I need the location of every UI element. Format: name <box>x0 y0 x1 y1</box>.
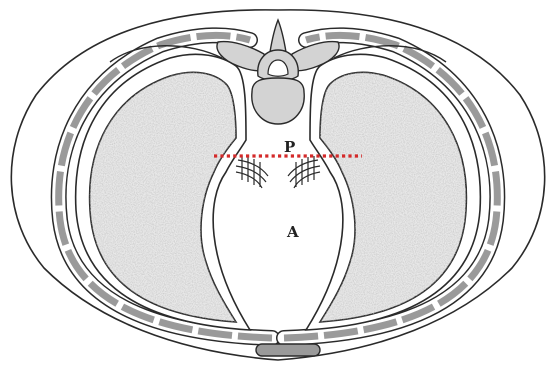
sternum <box>256 344 320 356</box>
label-anterior: A <box>286 223 299 241</box>
label-posterior: P <box>284 138 295 156</box>
